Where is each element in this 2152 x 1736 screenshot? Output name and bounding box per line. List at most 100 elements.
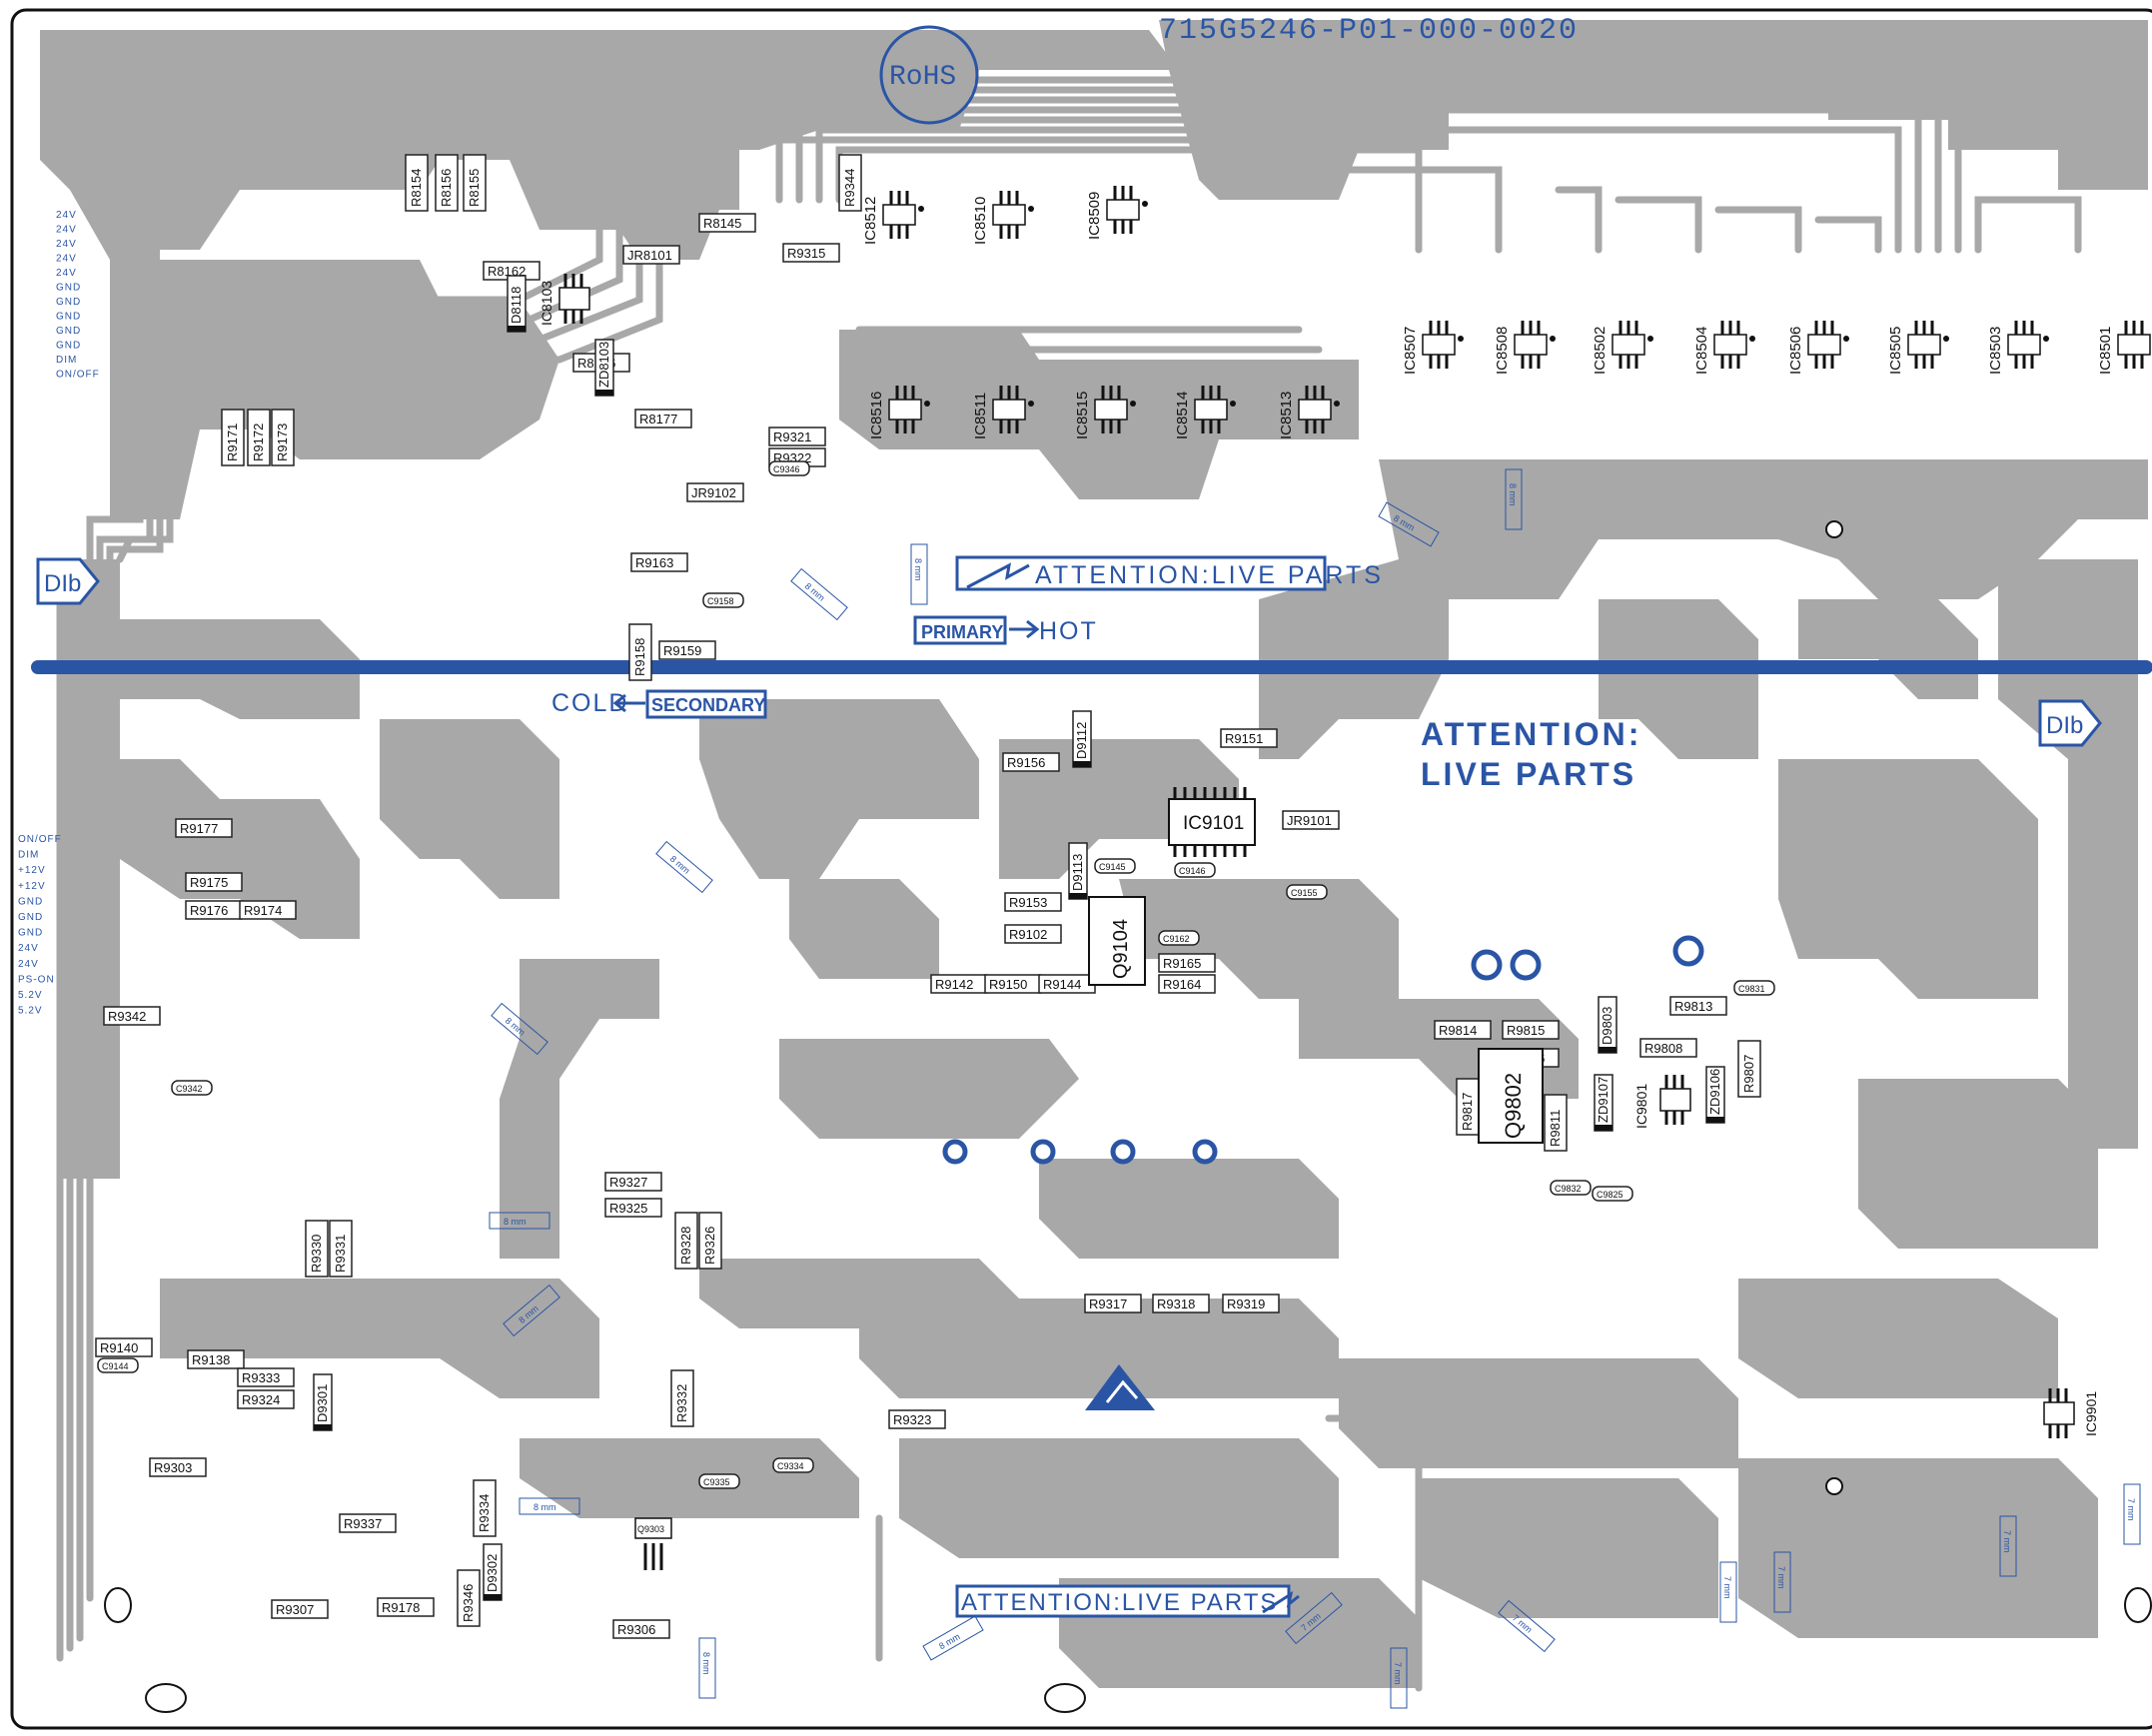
diodes: D8118ZD8103D9112D9113D9301D9302D9803ZD91… — [313, 275, 1725, 1601]
ic-ic8506: IC8506 — [1787, 321, 1849, 375]
resistor-r9102: R9102 — [1004, 924, 1062, 944]
svg-text:DIb: DIb — [44, 570, 81, 597]
svg-text:IC9101: IC9101 — [1183, 813, 1244, 834]
svg-text:R9176: R9176 — [190, 903, 228, 918]
svg-text:C9334: C9334 — [777, 1461, 804, 1471]
svg-text:C9162: C9162 — [1163, 934, 1190, 944]
svg-text:C9155: C9155 — [1291, 888, 1318, 898]
ic-ic8501: IC8501 — [2097, 321, 2151, 375]
q9104: Q9104 — [1088, 896, 1146, 986]
capacitor-c9162: C9162 — [1158, 930, 1200, 946]
resistor-r9342: R9342 — [103, 1006, 161, 1026]
svg-text:R9811: R9811 — [1548, 1110, 1563, 1147]
resistor-r9307: R9307 — [271, 1599, 329, 1619]
svg-text:R9331: R9331 — [333, 1235, 348, 1273]
resistor-r9306: R9306 — [612, 1619, 670, 1639]
svg-text:C9346: C9346 — [773, 464, 800, 474]
svg-text:R9151: R9151 — [1225, 731, 1263, 746]
svg-text:D8118: D8118 — [509, 287, 524, 324]
svg-text:Q9104: Q9104 — [1110, 919, 1132, 979]
ic-ic8508: IC8508 — [1494, 321, 1556, 375]
svg-text:R9813: R9813 — [1674, 999, 1712, 1014]
pin-label: 24V — [18, 943, 39, 954]
resistor-r9334: R9334 — [473, 1479, 497, 1537]
pin-label: 24V — [56, 210, 77, 221]
ic9801: IC9801 — [1633, 1075, 1691, 1129]
svg-text:R9144: R9144 — [1043, 977, 1081, 992]
svg-text:8 mm: 8 mm — [913, 558, 923, 581]
resistor-r9178: R9178 — [377, 1597, 435, 1617]
svg-text:IC8511: IC8511 — [972, 393, 989, 439]
pin-label: DIM — [56, 355, 77, 366]
svg-text:Q9802: Q9802 — [1501, 1073, 1526, 1139]
pin-label: 24V — [56, 225, 77, 236]
svg-text:D9302: D9302 — [485, 1554, 500, 1592]
svg-text:IC8501: IC8501 — [2097, 327, 2114, 375]
diode-d8118: D8118 — [507, 275, 527, 333]
svg-text:R9330: R9330 — [309, 1235, 324, 1273]
dlb-marker-right: DIb — [2038, 699, 2102, 747]
svg-text:C9831: C9831 — [1738, 984, 1765, 994]
resistor-r9323: R9323 — [888, 1409, 946, 1429]
ic-ic8503: IC8503 — [1987, 321, 2049, 375]
svg-text:R8156: R8156 — [439, 169, 454, 207]
diode-zd8103: ZD8103 — [594, 339, 614, 397]
ic-ic8502: IC8502 — [1592, 321, 1653, 375]
svg-text:8 mm: 8 mm — [534, 1502, 556, 1512]
svg-text:R9325: R9325 — [609, 1201, 647, 1216]
svg-text:R9319: R9319 — [1227, 1297, 1265, 1311]
svg-text:ZD8103: ZD8103 — [596, 342, 611, 388]
diode-d9803: D9803 — [1598, 996, 1617, 1054]
resistor-r9327: R9327 — [604, 1172, 662, 1192]
ic-ic8514: IC8514 — [1174, 386, 1236, 439]
lightning-icon-bottom — [1262, 1590, 1300, 1614]
svg-text:8 mm: 8 mm — [701, 1652, 711, 1675]
svg-text:IC9801: IC9801 — [1633, 1084, 1649, 1129]
q9802: Q9802 — [1478, 1048, 1544, 1144]
resistor-r9172: R9172 — [247, 409, 271, 466]
ic-ic8507: IC8507 — [1402, 321, 1464, 375]
diode-zd9107: ZD9107 — [1594, 1074, 1614, 1132]
diode-d9113: D9113 — [1068, 842, 1088, 900]
ic-ic8512: IC8512 — [862, 191, 924, 245]
svg-text:C9146: C9146 — [1179, 866, 1206, 876]
svg-text:C9825: C9825 — [1597, 1190, 1623, 1200]
svg-text:C9832: C9832 — [1555, 1184, 1582, 1194]
svg-text:IC8515: IC8515 — [1074, 392, 1091, 439]
svg-text:JR8101: JR8101 — [627, 248, 672, 263]
ic-ic8516: IC8516 — [868, 386, 930, 439]
capacitor-c9145: C9145 — [1094, 858, 1136, 874]
pin-label: PS-ON — [18, 974, 55, 985]
resistor-r9159: R9159 — [658, 640, 716, 660]
ic-ic8509: IC8509 — [1086, 186, 1148, 240]
pin-label: GND — [56, 326, 81, 337]
svg-text:R9178: R9178 — [382, 1600, 420, 1615]
svg-text:R9174: R9174 — [244, 903, 282, 918]
resistor-r9175: R9175 — [185, 872, 243, 892]
svg-text:R9153: R9153 — [1009, 895, 1047, 910]
pin-label: ON/OFF — [56, 370, 100, 381]
arrow-left-icon — [612, 693, 645, 713]
svg-text:R9303: R9303 — [154, 1460, 192, 1475]
pin-labels-mid: ON/OFFDIM+12V+12VGNDGNDGND24V24VPS-ON5.2… — [18, 834, 61, 1017]
svg-text:ZD9107: ZD9107 — [1596, 1077, 1611, 1123]
svg-text:IC8502: IC8502 — [1592, 327, 1609, 375]
capacitor-c9346: C9346 — [768, 460, 810, 476]
svg-text:C9144: C9144 — [102, 1361, 129, 1371]
pin-label: 24V — [56, 268, 77, 279]
svg-text:R9808: R9808 — [1644, 1041, 1682, 1056]
svg-text:7 mm: 7 mm — [1722, 1576, 1732, 1599]
resistor-r9333: R9333 — [237, 1367, 295, 1387]
resistor-r9163: R9163 — [630, 552, 688, 572]
svg-text:R9158: R9158 — [632, 638, 647, 676]
q9303: Q9303 — [634, 1517, 672, 1570]
resistor-r9173: R9173 — [271, 409, 295, 466]
esd-warning-icon — [1085, 1364, 1155, 1410]
primary-label: PRIMARY — [921, 622, 1003, 642]
svg-text:IC8514: IC8514 — [1174, 392, 1191, 439]
resistor-r9165: R9165 — [1158, 953, 1216, 973]
hot-label: HOT — [1039, 617, 1098, 645]
capacitor-c9832: C9832 — [1550, 1180, 1592, 1196]
